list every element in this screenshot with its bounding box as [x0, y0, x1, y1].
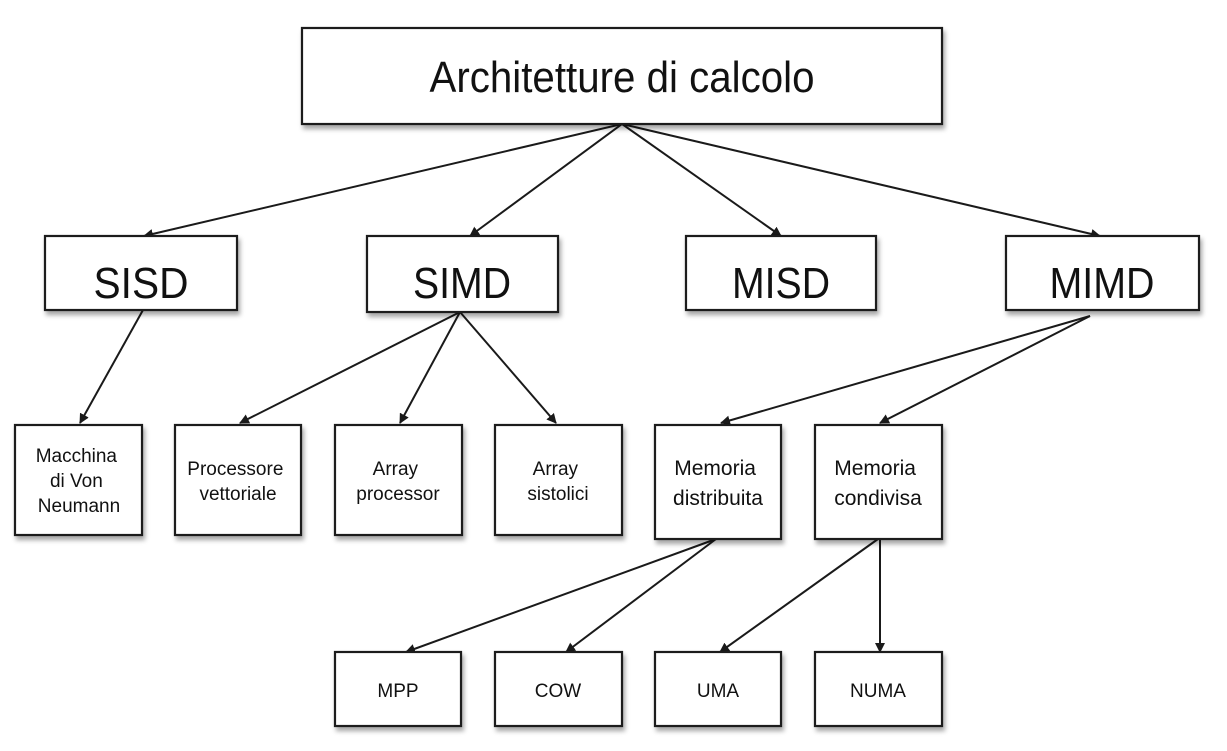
node-von-neumann: Macchina di Von Neumann	[13, 423, 144, 537]
memoria-condivisa-line-2: condivisa	[834, 487, 922, 510]
memoria-condivisa-line-1: Memoria	[834, 457, 916, 480]
node-array-sistolici: Array sistolici	[493, 423, 624, 537]
misd-label: MISD	[732, 259, 830, 308]
edge-root-simd	[469, 123, 623, 237]
node-simd: SIMD	[365, 234, 560, 314]
edge-root-misd	[621, 123, 782, 237]
numa-label: NUMA	[850, 681, 906, 702]
svg-text:Processore vettoriale: Processore vettoriale	[187, 459, 288, 505]
edge-sisd-von-neumann	[79, 309, 144, 424]
von-neumann-line-2: di Von	[50, 471, 103, 492]
edge-simd-array-processor	[399, 311, 461, 424]
edge-mimd-memoria-distribuita	[720, 315, 1091, 426]
svg-text:Macchina di Von Ne: Macchina di Von Neumann	[36, 446, 123, 517]
node-memoria-condivisa: Memoria condivisa	[813, 423, 944, 541]
array-processor-line-1: Array	[373, 459, 419, 480]
mimd-label: MIMD	[1050, 259, 1155, 308]
edge-simd-array-sistolici	[459, 311, 557, 424]
memoria-distribuita-line-1: Memoria	[674, 457, 756, 480]
array-sistolici-line-1: Array	[533, 459, 579, 480]
edge-condivisa-uma	[719, 538, 879, 653]
simd-label: SIMD	[413, 259, 511, 308]
node-numa: NUMA	[813, 650, 944, 728]
node-mimd: MIMD	[1004, 234, 1201, 312]
sisd-label: SISD	[94, 259, 189, 308]
edge-root-mimd	[621, 123, 1101, 239]
array-sistolici-line-2: sistolici	[527, 484, 588, 505]
edge-distribuita-cow	[565, 538, 717, 653]
node-cow: COW	[493, 650, 624, 728]
von-neumann-line-3: Neumann	[38, 496, 120, 517]
edges	[79, 123, 1101, 654]
node-processore-vettoriale: Processore vettoriale	[173, 423, 303, 537]
von-neumann-line-1: Macchina	[36, 446, 118, 467]
svg-text:Memoria distribuita: Memoria distribuita	[673, 457, 763, 510]
edge-root-sisd	[143, 123, 623, 239]
edge-simd-vettoriale	[239, 311, 461, 424]
vettoriale-line-2: vettoriale	[199, 484, 276, 505]
svg-text:Array processor: Array processor	[356, 459, 440, 505]
edge-distribuita-mpp	[405, 538, 717, 654]
node-mpp: MPP	[333, 650, 463, 728]
vettoriale-line-1: Processore	[187, 459, 283, 480]
cow-label: COW	[535, 681, 582, 702]
svg-text:Array sistolici: Array sistolici	[527, 459, 588, 505]
mpp-label: MPP	[377, 681, 418, 702]
node-sisd: SISD	[43, 234, 239, 312]
node-root: Architetture di calcolo	[300, 26, 944, 126]
node-array-processor: Array processor	[333, 423, 464, 537]
svg-text:Memoria condivisa: Memoria condivisa	[834, 457, 922, 510]
uma-label: UMA	[697, 681, 740, 702]
edge-mimd-memoria-condivisa	[879, 315, 1091, 424]
node-uma: UMA	[653, 650, 783, 728]
root-label: Architetture di calcolo	[430, 53, 815, 102]
node-memoria-distribuita: Memoria distribuita	[653, 423, 783, 541]
memoria-distribuita-line-2: distribuita	[673, 487, 763, 510]
node-misd: MISD	[684, 234, 878, 312]
array-processor-line-2: processor	[356, 484, 440, 505]
